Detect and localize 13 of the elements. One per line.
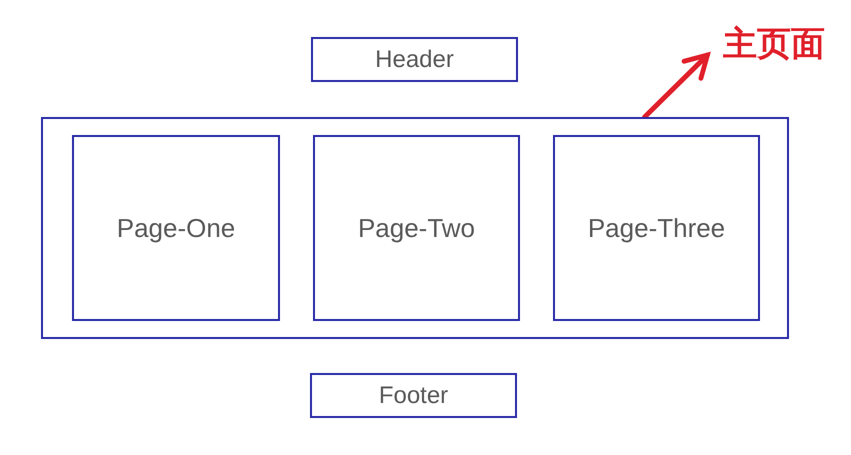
header-box bbox=[311, 37, 518, 82]
page-box bbox=[72, 135, 280, 321]
box-label: Page-Two bbox=[358, 212, 476, 244]
box-label: Footer bbox=[378, 382, 448, 410]
box-label: Header bbox=[375, 46, 454, 74]
arrow bbox=[642, 52, 710, 120]
page-box bbox=[553, 135, 760, 321]
annotation-text: 主页面 bbox=[723, 24, 825, 65]
footer-box bbox=[310, 373, 517, 418]
box-label: Page-One bbox=[116, 212, 236, 244]
page-box bbox=[313, 135, 520, 321]
box-label: Page-Three bbox=[588, 212, 726, 244]
main-container bbox=[41, 117, 789, 339]
